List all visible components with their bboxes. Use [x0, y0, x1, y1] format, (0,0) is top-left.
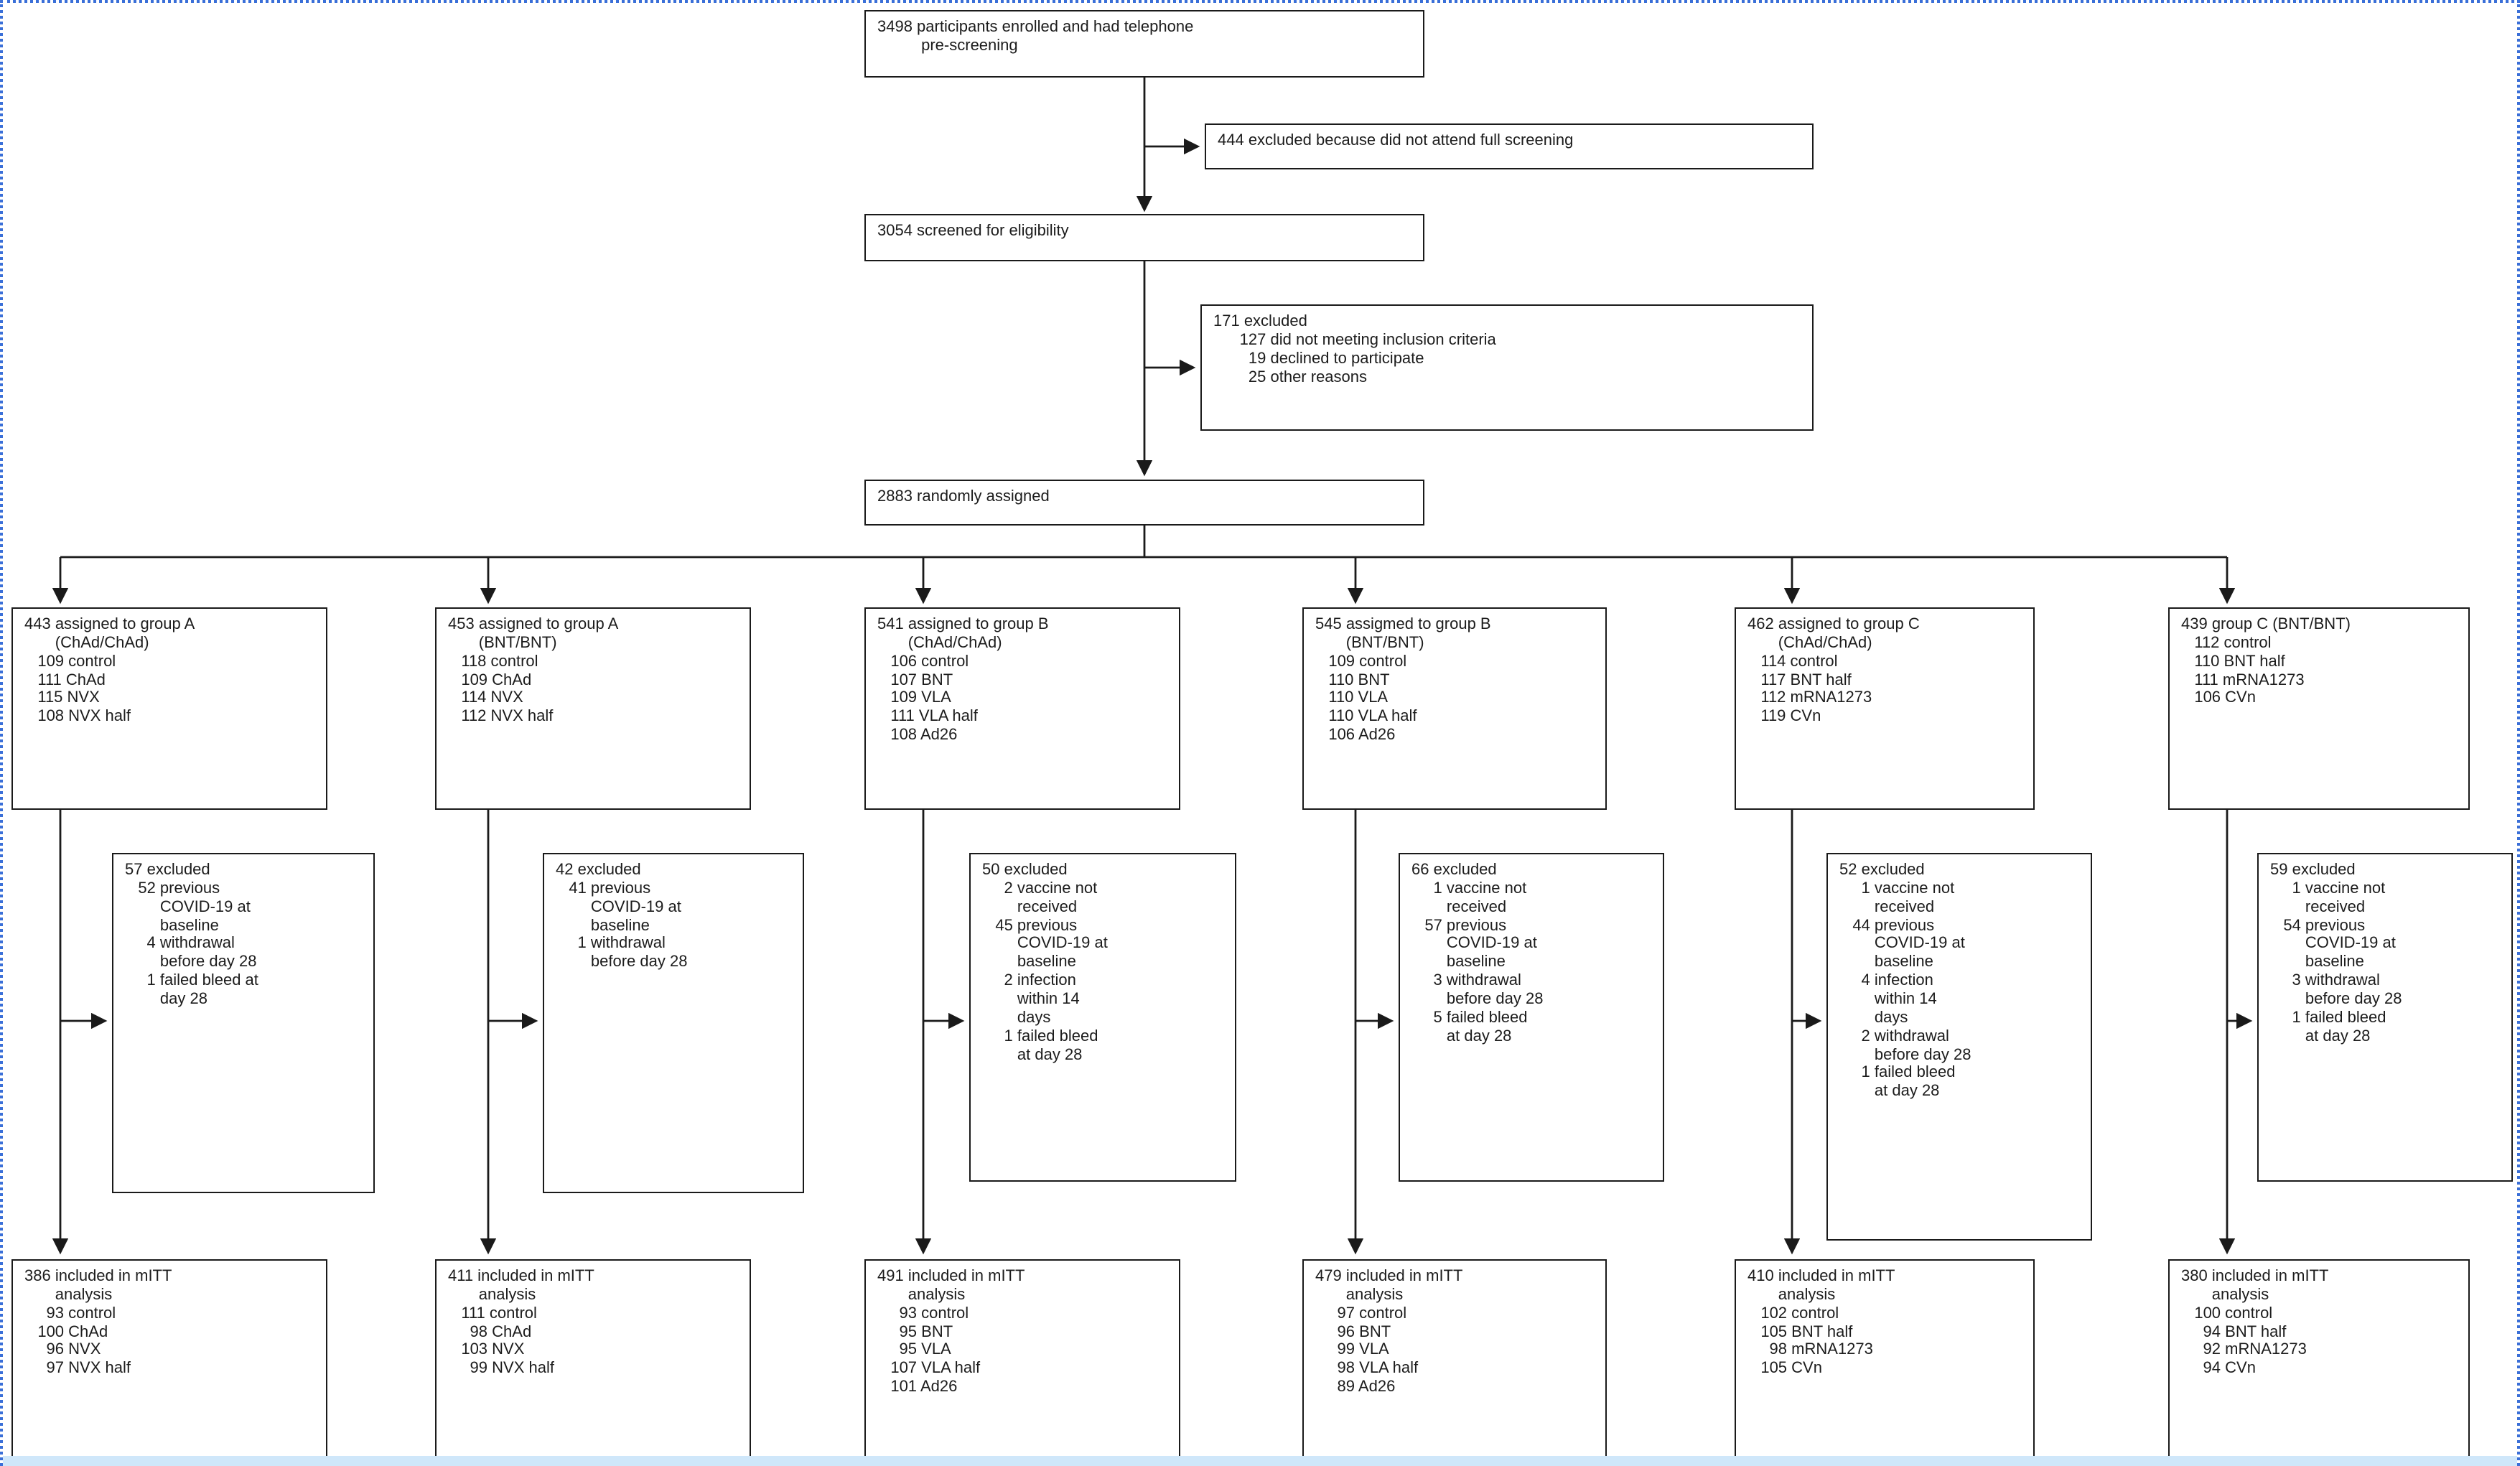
branch-6-assigned-box: 439 group C (BNT/BNT) 112 control 110 BN… — [2168, 607, 2470, 810]
branch-6-excluded-box: 59 excluded 1 vaccine not received 54 pr… — [2257, 853, 2513, 1182]
branch-2-mitt-box: 411 included in mITT analysis 111 contro… — [435, 1259, 751, 1460]
box-attend-excluded: 444 excluded because did not attend full… — [1205, 123, 1814, 169]
branch-5-excluded-box: 52 excluded 1 vaccine not received 44 pr… — [1826, 853, 2092, 1241]
bottom-highlight-band — [3, 1456, 2517, 1466]
box-randomized: 2883 randomly assigned — [864, 480, 1424, 526]
box-eligibility-excluded: 171 excluded 127 did not meeting inclusi… — [1200, 304, 1814, 431]
branch-2-assigned-box: 453 assigned to group A (BNT/BNT) 118 co… — [435, 607, 751, 810]
branch-4-excluded-box: 66 excluded 1 vaccine not received 57 pr… — [1399, 853, 1664, 1182]
box-enrolled: 3498 participants enrolled and had telep… — [864, 10, 1424, 78]
box-screened: 3054 screened for eligibility — [864, 214, 1424, 261]
branch-2-excluded-box: 42 excluded 41 previous COVID-19 at base… — [543, 853, 804, 1193]
branch-1-assigned-box: 443 assigned to group A (ChAd/ChAd) 109 … — [11, 607, 327, 810]
branch-3-excluded-box: 50 excluded 2 vaccine not received 45 pr… — [969, 853, 1236, 1182]
branch-3-assigned-box: 541 assigned to group B (ChAd/ChAd) 106 … — [864, 607, 1180, 810]
branch-4-assigned-box: 545 assigmed to group B (BNT/BNT) 109 co… — [1302, 607, 1607, 810]
branch-5-mitt-box: 410 included in mITT analysis 102 contro… — [1735, 1259, 2035, 1460]
branch-6-mitt-box: 380 included in mITT analysis 100 contro… — [2168, 1259, 2470, 1460]
branch-3-mitt-box: 491 included in mITT analysis 93 control… — [864, 1259, 1180, 1460]
branch-4-mitt-box: 479 included in mITT analysis 97 control… — [1302, 1259, 1607, 1460]
branch-5-assigned-box: 462 assigned to group C (ChAd/ChAd) 114 … — [1735, 607, 2035, 810]
branch-1-excluded-box: 57 excluded 52 previous COVID-19 at base… — [112, 853, 375, 1193]
branch-1-mitt-box: 386 included in mITT analysis 93 control… — [11, 1259, 327, 1460]
